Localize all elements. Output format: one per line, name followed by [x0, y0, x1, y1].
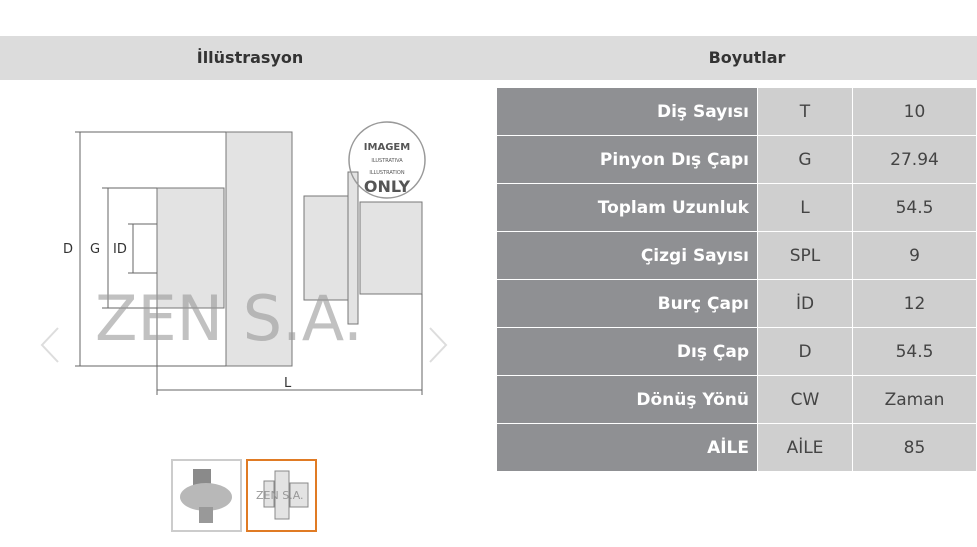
row-label: Pinyon Dış Çapı: [496, 135, 758, 184]
row-value: 9: [852, 231, 977, 280]
row-code: G: [757, 135, 853, 184]
row-value: 54.5: [852, 183, 977, 232]
pinion: [156, 187, 225, 309]
prev-arrow-icon[interactable]: [40, 327, 59, 363]
row-value: 54.5: [852, 327, 977, 376]
row-value: 27.94: [852, 135, 977, 184]
next-arrow-icon[interactable]: [429, 327, 448, 363]
row-code: D: [757, 327, 853, 376]
thumbnail-photo[interactable]: [171, 459, 242, 532]
row-label: AİLE: [496, 423, 758, 472]
starter-drive-photo: [180, 469, 232, 523]
technical-drawing: ZEN S.A. D G ID L IMAGEM ILUSTRATIVA ILL…: [40, 121, 448, 395]
row-value: 85: [852, 423, 977, 472]
row-value: 12: [852, 279, 977, 328]
row-code: CW: [757, 375, 853, 424]
thumbnail-drawing[interactable]: ZEN S.A.: [246, 459, 317, 532]
shaft: [303, 195, 350, 301]
drawing-thumbnail: ZEN S.A.: [256, 470, 309, 520]
stamp-line3: ILLUSTRATION: [369, 170, 404, 176]
row-code: İD: [757, 279, 853, 328]
stamp-line4: ONLY: [364, 177, 411, 196]
row-value: Zaman: [852, 375, 977, 424]
label-l: L: [284, 376, 292, 391]
row-label: Toplam Uzunluk: [496, 183, 758, 232]
header-bar: İllüstrasyon Boyutlar: [0, 36, 977, 80]
label-g: G: [90, 242, 100, 257]
label-id: ID: [113, 242, 127, 257]
stamp-line1: IMAGEM: [364, 142, 410, 153]
row-label: Çizgi Sayısı: [496, 231, 758, 280]
dimensions-heading: Boyutlar: [708, 48, 786, 67]
row-code: L: [757, 183, 853, 232]
gear-housing: [225, 131, 293, 367]
illustration-heading: İllüstrasyon: [196, 48, 304, 67]
row-code: AİLE: [757, 423, 853, 472]
watermark: ZEN S.A.: [95, 282, 363, 355]
row-code: T: [757, 87, 853, 136]
row-code: SPL: [757, 231, 853, 280]
row-label: Dönüş Yönü: [496, 375, 758, 424]
sleeve: [359, 201, 423, 295]
label-d: D: [63, 242, 73, 257]
thumb-watermark: ZEN S.A.: [256, 489, 304, 502]
flange: [347, 171, 359, 325]
stamp-line2: ILUSTRATIVA: [371, 158, 403, 164]
row-value: 10: [852, 87, 977, 136]
row-label: Diş Sayısı: [496, 87, 758, 136]
row-label: Burç Çapı: [496, 279, 758, 328]
stamp-icon: [348, 121, 426, 199]
row-label: Dış Çap: [496, 327, 758, 376]
